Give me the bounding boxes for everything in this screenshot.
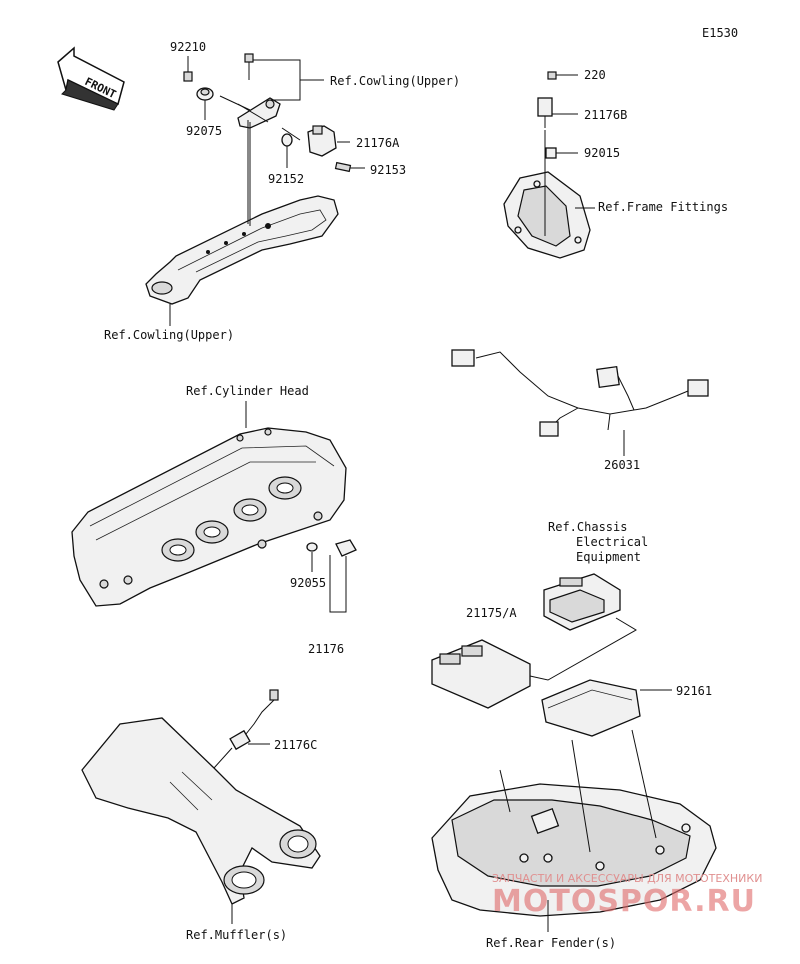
frame-fitting (503, 130, 595, 259)
label-21176B: 21176B (584, 108, 628, 122)
label-92152: 92152 (268, 172, 305, 186)
label-21176A: 21176A (356, 136, 400, 150)
sensor-21176C (213, 689, 279, 769)
label-ref-frame-fittings: Ref.Frame Fittings (598, 200, 729, 214)
label-26031: 26031 (604, 458, 641, 472)
front-arrow-icon: FRONT (57, 46, 125, 111)
washer-92152 (281, 133, 293, 147)
label-92015: 92015 (584, 146, 621, 160)
upper-stay-bracket (145, 97, 339, 305)
sensor-21176 (306, 539, 357, 613)
label-ref-cylinder-head: Ref.Cylinder Head (186, 384, 309, 398)
sensor-21176A (307, 125, 337, 157)
grommet-92015 (545, 147, 578, 159)
label-92153: 92153 (370, 163, 407, 177)
diagram-code: E1530 (702, 26, 739, 40)
ecu-assembly (431, 573, 672, 737)
label-ref-chassis-1: Ref.Chassis (548, 520, 628, 534)
watermark-brand: MOTOSPOR.RU (492, 884, 756, 919)
label-ref-cowling-upper-1: Ref.Cowling(Upper) (330, 74, 461, 88)
label-ref-chassis-2: Electrical (576, 535, 649, 549)
label-92161: 92161 (676, 684, 713, 698)
bolt-92153 (334, 161, 352, 173)
label-21175A: 21175/A (466, 606, 517, 620)
watermark-tagline: ЗАПЧАСТИ И АКСЕССУАРЫ ДЛЯ МОТОТЕХНИКИ (492, 872, 763, 885)
bolt-220 (547, 71, 578, 80)
wiring-harness-26031 (451, 349, 709, 456)
label-ref-chassis-3: Equipment (576, 550, 642, 564)
collar-92075 (196, 87, 214, 101)
label-92055: 92055 (290, 576, 327, 590)
label-21176C: 21176C (274, 738, 318, 752)
label-21176: 21176 (308, 642, 345, 656)
leader-lines-upper-left (169, 56, 365, 326)
bolt-top (244, 53, 254, 80)
label-92075: 92075 (186, 124, 223, 138)
label-ref-rear-fender: Ref.Rear Fender(s) (486, 936, 617, 950)
label-92210: 92210 (170, 40, 207, 54)
label-220: 220 (584, 68, 606, 82)
sensor-21176B (537, 97, 578, 128)
rear-fender (431, 729, 717, 932)
cylinder-head (71, 427, 347, 607)
label-ref-mufflers: Ref.Muffler(s) (186, 928, 288, 942)
bolt-92210 (183, 71, 193, 82)
label-ref-cowling-upper-2: Ref.Cowling(Upper) (104, 328, 235, 342)
